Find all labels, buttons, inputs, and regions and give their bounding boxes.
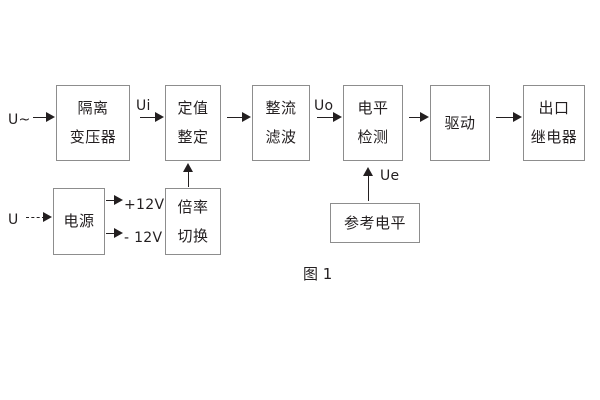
block-reference-level: 参考电平 [330, 203, 420, 243]
block-ratio-switch: 倍率切换 [165, 188, 221, 255]
signal-label-u-ac-input: U~ [8, 112, 31, 128]
block-output-relay-line-1: 继电器 [530, 128, 578, 146]
arrow-head-icon [242, 112, 251, 122]
block-ratio-switch-line-1: 切换 [177, 226, 209, 245]
arrow-head-icon [183, 163, 193, 172]
connector-u-dc-to-power [26, 212, 52, 223]
signal-label-uo: Uo [314, 98, 334, 114]
connector-shaft [106, 200, 116, 202]
connector-shaft [33, 117, 48, 119]
block-isolation-transformer: 隔离变压器 [56, 85, 130, 161]
connector-reference-to-level [363, 167, 374, 201]
connector-shaft [409, 117, 422, 119]
connector-power-to-plus12v [106, 195, 123, 206]
connector-drive-to-relay [496, 112, 522, 123]
block-setting-value: 定值整定 [165, 85, 221, 161]
block-reference-level-line-0: 参考电平 [343, 213, 406, 232]
arrow-head-icon [363, 167, 373, 176]
connector-ratio-to-setting [183, 163, 194, 187]
connector-input-to-isolation [33, 112, 55, 123]
arrow-head-icon [333, 112, 342, 122]
arrow-head-icon [155, 112, 164, 122]
arrow-head-icon [114, 195, 123, 205]
arrow-head-icon [114, 228, 123, 238]
block-setting-value-line-0: 定值 [177, 99, 209, 117]
block-setting-value-line-1: 整定 [177, 128, 209, 146]
connector-rectify-to-level [317, 112, 342, 123]
figure-caption: 图 1 [303, 265, 333, 283]
connector-shaft [227, 117, 244, 119]
block-isolation-transformer-line-1: 变压器 [69, 128, 117, 146]
block-output-relay-line-0: 出口 [538, 99, 570, 117]
block-level-detection-line-0: 电平 [357, 99, 389, 117]
signal-label-plus-12v: +12V [124, 197, 165, 213]
signal-label-minus-12v: - 12V [124, 230, 163, 246]
connector-shaft [26, 217, 45, 218]
block-power-supply-line-0: 电源 [63, 212, 95, 230]
block-level-detection-line-1: 检测 [357, 128, 389, 146]
arrow-head-icon [513, 112, 522, 122]
block-drive-line-0: 驱动 [444, 113, 476, 132]
signal-label-u-dc-input: U [8, 212, 19, 228]
connector-shaft [317, 117, 335, 119]
arrow-head-icon [46, 112, 55, 122]
block-rectify-filter-line-1: 滤波 [265, 128, 297, 146]
connector-shaft [106, 233, 116, 235]
block-rectify-filter: 整流滤波 [252, 85, 310, 161]
block-power-supply: 电源 [53, 188, 105, 255]
block-level-detection: 电平检测 [343, 85, 403, 161]
arrow-head-icon [43, 212, 52, 222]
connector-power-to-minus12v [106, 228, 123, 239]
block-isolation-transformer-line-0: 隔离 [77, 99, 109, 117]
block-rectify-filter-line-0: 整流 [265, 99, 297, 117]
connector-level-to-drive [409, 112, 429, 123]
connector-isolation-to-setting [140, 112, 164, 123]
signal-label-ue: Ue [380, 168, 400, 184]
signal-label-ui: Ui [136, 98, 151, 114]
block-drive: 驱动 [430, 85, 490, 161]
block-ratio-switch-line-0: 倍率 [177, 197, 209, 216]
block-output-relay: 出口继电器 [523, 85, 585, 161]
arrow-head-icon [420, 112, 429, 122]
connector-shaft [188, 172, 190, 187]
connector-shaft [140, 117, 157, 119]
connector-setting-to-rectify [227, 112, 251, 123]
connector-shaft [368, 176, 370, 201]
connector-shaft [496, 117, 515, 119]
